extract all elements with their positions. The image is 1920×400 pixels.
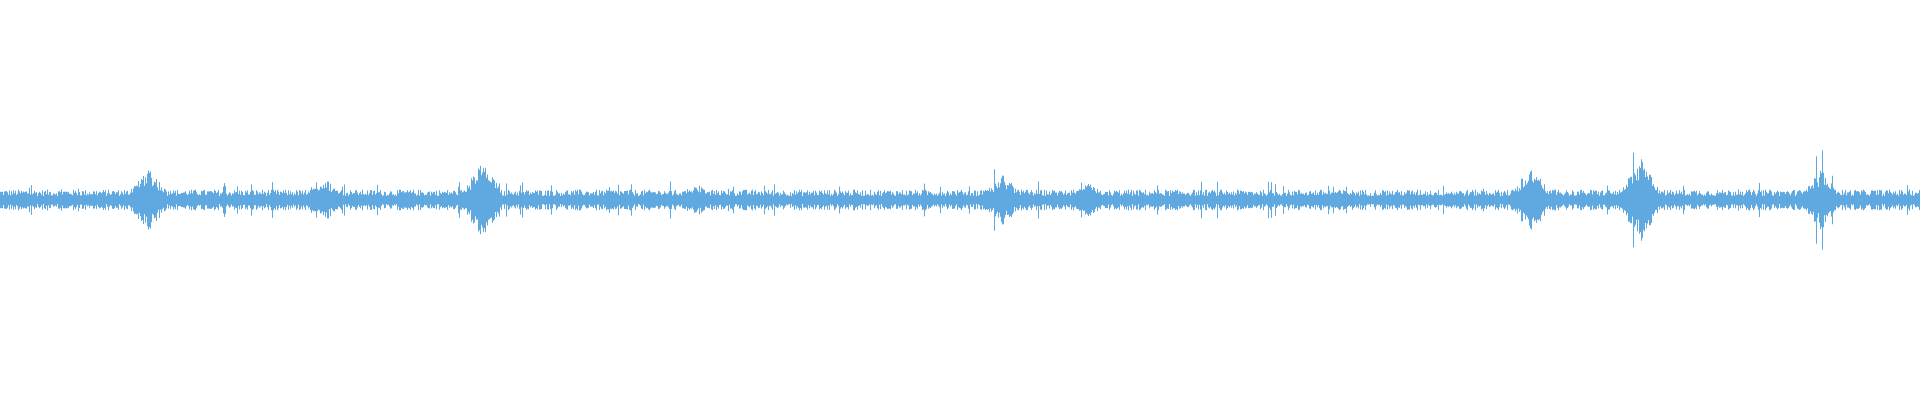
waveform-bars bbox=[0, 150, 1920, 250]
